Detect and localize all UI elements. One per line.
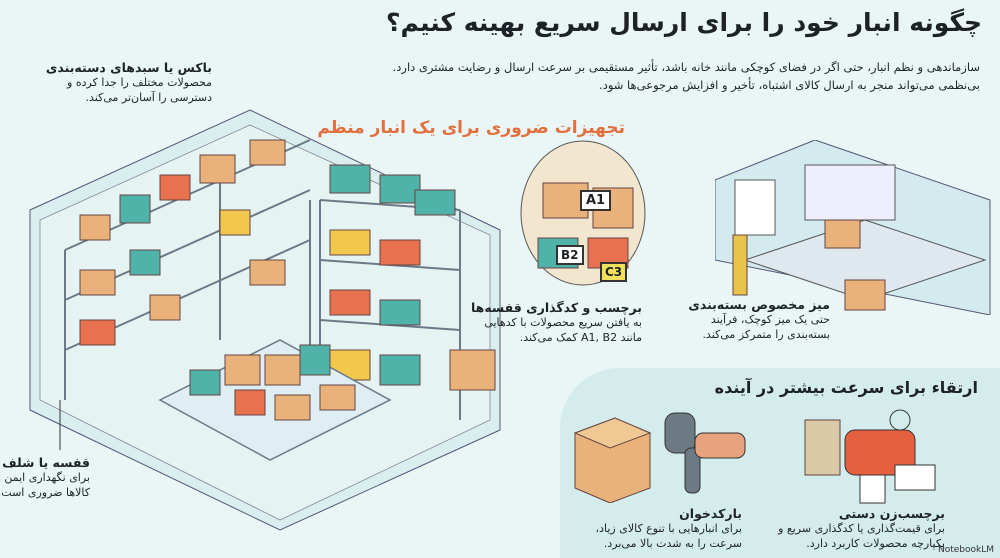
item-text: برای انبارهایی با تنوع کالای زیاد، <box>595 522 742 535</box>
item-text: به یافتن سریع محصولات با کدهایی <box>484 316 642 329</box>
item-title: برچسب و کدگذاری قفسه‌ها <box>470 300 642 315</box>
item-bins: باکس یا سبدهای دسته‌بندی محصولات مختلف ر… <box>30 60 212 105</box>
barcode-scanner-illustration <box>573 412 746 503</box>
item-text: برای نگهداری ایمن و منظم <box>0 471 90 484</box>
intro-line-1: سازماندهی و نظم انبار، حتی اگر در فضای ک… <box>392 60 980 74</box>
packing-table-illustration <box>715 140 991 315</box>
item-title: میز مخصوص بسته‌بندی <box>688 297 830 312</box>
notebooklm-watermark: NotebookLM <box>937 545 994 555</box>
item-title: برچسب‌زن دستی <box>838 506 945 521</box>
item-text: حتی یک میز کوچک، فرآیند <box>710 313 830 326</box>
upgrade-title: ارتقاء برای سرعت بیشتر در آینده <box>714 378 978 397</box>
item-text: سرعت را به شدت بالا می‌برد. <box>603 537 742 550</box>
item-text: برای قیمت‌گذاری یا کدگذاری سریع و <box>778 522 945 535</box>
item-label-gun: برچسب‌زن دستی برای قیمت‌گذاری یا کدگذاری… <box>778 506 945 551</box>
item-title: باکس یا سبدهای دسته‌بندی <box>45 60 212 75</box>
intro-line-2: بی‌نظمی می‌تواند منجر به ارسال کالای اشت… <box>599 78 980 92</box>
item-packing-table: میز مخصوص بسته‌بندی حتی یک میز کوچک، فرآ… <box>688 297 830 342</box>
item-text: کالاها ضروری است. <box>0 486 90 499</box>
item-labels: برچسب و کدگذاری قفسه‌ها به یافتن سریع مح… <box>440 300 642 345</box>
item-shelf: قفسه یا شلف محکم برای نگهداری ایمن و منظ… <box>0 455 90 500</box>
shelf-code-label: A1 <box>580 190 612 211</box>
item-text: مانند A1, B2 کمک می‌کند. <box>519 331 642 344</box>
page-title: چگونه انبار خود را برای ارسال سریع بهینه… <box>386 8 982 37</box>
item-title: بارکدخوان <box>679 506 742 521</box>
shelf-labels-illustration <box>520 140 646 286</box>
item-text: دسترسی را آسان‌تر می‌کند. <box>85 91 212 104</box>
label-gun-illustration <box>804 409 936 504</box>
item-barcode-scanner: بارکدخوان برای انبارهایی با تنوع کالای ز… <box>580 506 742 551</box>
item-text: یکپارچه محصولات کاربرد دارد. <box>806 537 945 550</box>
section-title: تجهیزات ضروری برای یک انبار منظم <box>317 118 625 138</box>
shelf-code-label: B2 <box>556 245 584 265</box>
item-text: محصولات مختلف را جدا کرده و <box>67 76 212 89</box>
warehouse-shelves-illustration <box>29 109 501 531</box>
shelf-code-label: C3 <box>600 262 628 282</box>
item-title: قفسه یا شلف محکم <box>0 455 90 470</box>
item-text: بسته‌بندی را متمرکز می‌کند. <box>702 328 830 341</box>
